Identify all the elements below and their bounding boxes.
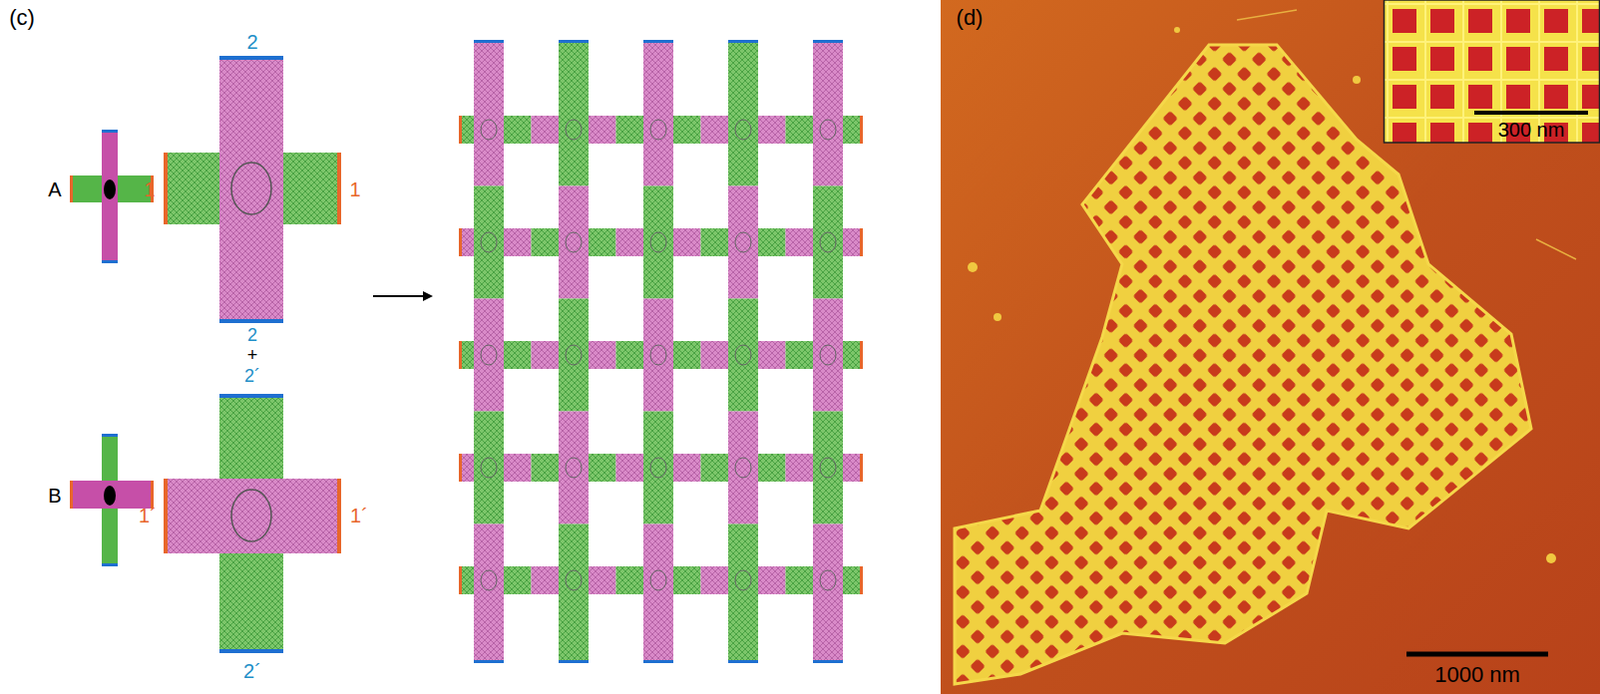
lattice-strand xyxy=(728,39,759,43)
lattice-center xyxy=(650,345,667,366)
lattice-strand xyxy=(728,186,759,300)
lattice-center xyxy=(480,119,497,140)
lattice-strand xyxy=(558,411,589,525)
lattice-strand xyxy=(458,566,462,595)
lattice-center xyxy=(735,345,752,366)
lattice-strand xyxy=(728,411,759,525)
lattice-strand xyxy=(473,299,504,412)
lattice-center xyxy=(735,232,752,253)
scale-label: 1000 nm xyxy=(1434,663,1521,688)
lattice-strand xyxy=(812,660,843,664)
lattice-strand xyxy=(473,39,504,187)
lattice-strand xyxy=(558,39,589,43)
lattice-strand xyxy=(812,524,843,665)
lattice-strand xyxy=(728,39,759,187)
lattice-strand xyxy=(643,186,674,300)
lattice-strand xyxy=(458,453,462,482)
tile-detail-b xyxy=(163,394,342,654)
lattice-strand xyxy=(859,566,863,595)
lattice-center xyxy=(565,119,582,140)
lattice-center xyxy=(650,570,667,591)
afm-image xyxy=(940,0,1600,694)
lattice-strand xyxy=(558,39,589,187)
lattice-strand xyxy=(728,660,759,664)
lattice-center xyxy=(480,345,497,366)
lattice-center xyxy=(819,345,836,366)
lattice-strand xyxy=(859,453,863,482)
lattice-center xyxy=(819,232,836,253)
lattice-center xyxy=(650,119,667,140)
tile-detail-a xyxy=(163,55,342,324)
lattice-strand xyxy=(558,299,589,412)
lattice-strand xyxy=(643,524,674,665)
afm-inset xyxy=(1383,0,1600,143)
lattice-strand xyxy=(458,228,462,257)
tile-name: A xyxy=(47,178,61,201)
lattice-strand xyxy=(643,660,674,664)
lattice-center xyxy=(735,457,752,478)
tile-icon-a xyxy=(69,129,154,264)
tile-icon-b xyxy=(69,433,154,567)
lattice-strand xyxy=(473,660,504,664)
lattice-center xyxy=(819,570,836,591)
sticky-end-label: 1´ xyxy=(350,504,369,527)
lattice-strand xyxy=(812,299,843,412)
sticky-end-label: 1 xyxy=(143,178,155,201)
scale-bar xyxy=(1406,652,1549,658)
lattice-center xyxy=(480,232,497,253)
lattice-strand xyxy=(643,411,674,525)
sticky-end-label: 2 xyxy=(247,326,258,347)
lattice-strand xyxy=(458,115,462,144)
lattice-strand xyxy=(728,299,759,412)
lattice-strand xyxy=(558,524,589,665)
plus-sign: + xyxy=(247,346,259,367)
lattice-strand xyxy=(728,524,759,665)
lattice-center xyxy=(650,457,667,478)
panel-label: (c) xyxy=(8,5,35,30)
lattice-strand xyxy=(473,186,504,300)
panel-label: (d) xyxy=(956,5,984,30)
lattice-center xyxy=(819,119,836,140)
tile-name: B xyxy=(47,484,61,507)
lattice-strand xyxy=(859,228,863,257)
lattice-strand xyxy=(643,39,674,43)
lattice-center xyxy=(565,457,582,478)
lattice-center xyxy=(480,570,497,591)
lattice-strand xyxy=(458,341,462,370)
lattice-center xyxy=(819,457,836,478)
scale-bar xyxy=(1474,110,1589,115)
lattice-strand xyxy=(473,524,504,665)
lattice-strand xyxy=(859,341,863,370)
process-arrow xyxy=(373,295,431,298)
lattice-strand xyxy=(812,39,843,187)
lattice-center xyxy=(565,570,582,591)
lattice-center xyxy=(480,457,497,478)
lattice-center xyxy=(565,232,582,253)
scale-label: 300 nm xyxy=(1498,118,1566,141)
lattice-strand xyxy=(812,411,843,525)
lattice-strand xyxy=(473,39,504,43)
lattice-strand xyxy=(812,186,843,300)
lattice-strand xyxy=(558,660,589,664)
lattice-strand xyxy=(812,39,843,43)
lattice-strand xyxy=(859,115,863,144)
lattice-center xyxy=(565,345,582,366)
sticky-end-label: 1´ xyxy=(138,504,157,527)
lattice-strand xyxy=(643,299,674,412)
lattice-strand xyxy=(558,186,589,300)
lattice-strand xyxy=(473,411,504,525)
lattice-illustration xyxy=(458,39,863,664)
lattice-center xyxy=(735,119,752,140)
sticky-end-label: 1 xyxy=(349,178,361,201)
sticky-end-label: 2´ xyxy=(244,367,261,388)
lattice-strand xyxy=(643,39,674,187)
sticky-end-label: 2´ xyxy=(243,660,262,683)
lattice-center xyxy=(650,232,667,253)
sticky-end-label: 2 xyxy=(246,30,258,53)
lattice-center xyxy=(735,570,752,591)
